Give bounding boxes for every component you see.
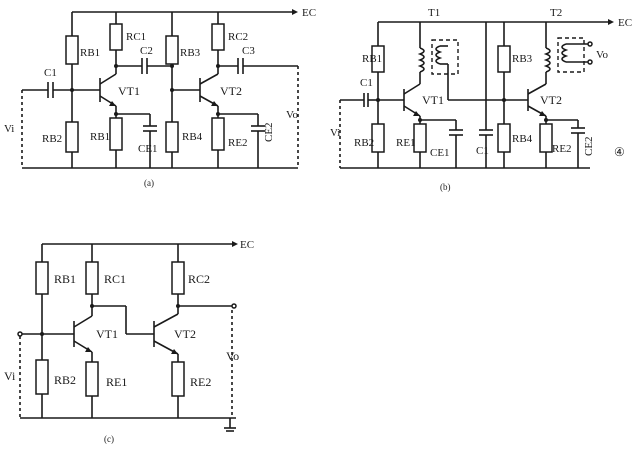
label-rc2-a: RC2 <box>228 31 248 43</box>
label-ce1-a: CE1 <box>138 143 158 155</box>
resistor-rb1-c <box>35 261 49 295</box>
resistor-re1-c <box>85 361 99 397</box>
label-c2-a: C2 <box>140 45 153 57</box>
caption-a: (a) <box>144 178 154 188</box>
resistor-re2-a <box>211 117 225 151</box>
label-re2-c: RE2 <box>190 375 211 389</box>
label-rb2-c: RB2 <box>54 373 76 387</box>
resistor-rb4-b <box>497 123 511 153</box>
label-t2-b: T2 <box>550 7 562 19</box>
label-ce1-b: CE1 <box>430 147 450 159</box>
label-vi-a: Vi <box>4 123 14 135</box>
resistor-re2-c <box>171 361 185 397</box>
label-re2-b: RE2 <box>552 143 572 155</box>
label-rb2-b: RB2 <box>354 137 374 149</box>
resistor-re1-a <box>109 117 123 151</box>
resistor-rc1-a <box>109 23 123 51</box>
supply-label-a: EC <box>302 7 316 19</box>
label-re2-a: RE2 <box>228 137 248 149</box>
label-vi-c: Vi <box>4 369 16 383</box>
label-rb3-a: RB3 <box>180 47 201 59</box>
circuit-a: EC RB1 RB2 C1 Vi VT1 RC1 <box>4 7 316 188</box>
resistor-rb3-a <box>165 35 179 65</box>
resistor-rb4-a <box>165 121 179 153</box>
label-rb1-a: RB1 <box>80 47 100 59</box>
figure-number-b: ④ <box>614 145 625 159</box>
caption-b: (b) <box>440 182 451 192</box>
resistor-rc2-c <box>171 261 185 295</box>
resistor-rb2-a <box>65 121 79 153</box>
label-rb2-a: RB2 <box>42 133 62 145</box>
resistor-rc2-a <box>211 23 225 51</box>
label-re1-c: RE1 <box>106 375 127 389</box>
label-vt2-b: VT2 <box>540 93 562 107</box>
label-rc2-c: RC2 <box>188 272 210 286</box>
resistor-rb2-c <box>35 359 49 395</box>
label-vo-c: Vo <box>226 349 239 363</box>
label-vo-a: Vo <box>286 109 299 121</box>
supply-label-c: EC <box>240 239 254 251</box>
caption-c: (c) <box>104 434 114 444</box>
label-vi-b: Vi <box>330 127 340 139</box>
label-c1-b: C1 <box>360 77 373 89</box>
label-rb3-b: RB3 <box>512 53 533 65</box>
circuit-c: EC RB1 RB2 Vi VT1 RC1 <box>4 239 254 444</box>
label-rb4-b: RB4 <box>512 133 533 145</box>
resistor-re1-b <box>413 123 427 153</box>
resistor-rb1-a <box>65 35 79 65</box>
transformer-t2-b <box>557 37 585 73</box>
resistor-rb3-b <box>497 45 511 73</box>
resistor-re2-b <box>539 123 553 153</box>
label-c1b-b: C1 <box>476 145 489 157</box>
label-re1-b: RE1 <box>396 137 416 149</box>
label-re1-a: RB1 <box>90 131 110 143</box>
label-vt1-c: VT1 <box>96 327 118 341</box>
label-ce2-b: CE2 <box>583 136 595 156</box>
label-rb1-b: RB1 <box>362 53 382 65</box>
label-t1-b: T1 <box>428 7 440 19</box>
label-vt1-a: VT1 <box>118 84 140 98</box>
resistor-rc1-c <box>85 261 99 295</box>
label-rc1-a: RC1 <box>126 31 146 43</box>
label-rb4-a: RB4 <box>182 131 203 143</box>
label-rc1-c: RC1 <box>104 272 126 286</box>
label-rb1-c: RB1 <box>54 272 76 286</box>
transformer-t1-b <box>431 39 459 75</box>
label-vo-b: Vo <box>596 49 609 61</box>
label-ce2-a: CE2 <box>263 122 275 142</box>
circuit-b: EC T1 T2 RB1 RB2 C1 Vi VT1 <box>330 7 632 192</box>
supply-label-b: EC <box>618 17 632 29</box>
label-vt2-c: VT2 <box>174 327 196 341</box>
label-vt2-a: VT2 <box>220 84 242 98</box>
label-c1-a: C1 <box>44 67 57 79</box>
label-c3-a: C3 <box>242 45 255 57</box>
label-vt1-b: VT1 <box>422 93 444 107</box>
